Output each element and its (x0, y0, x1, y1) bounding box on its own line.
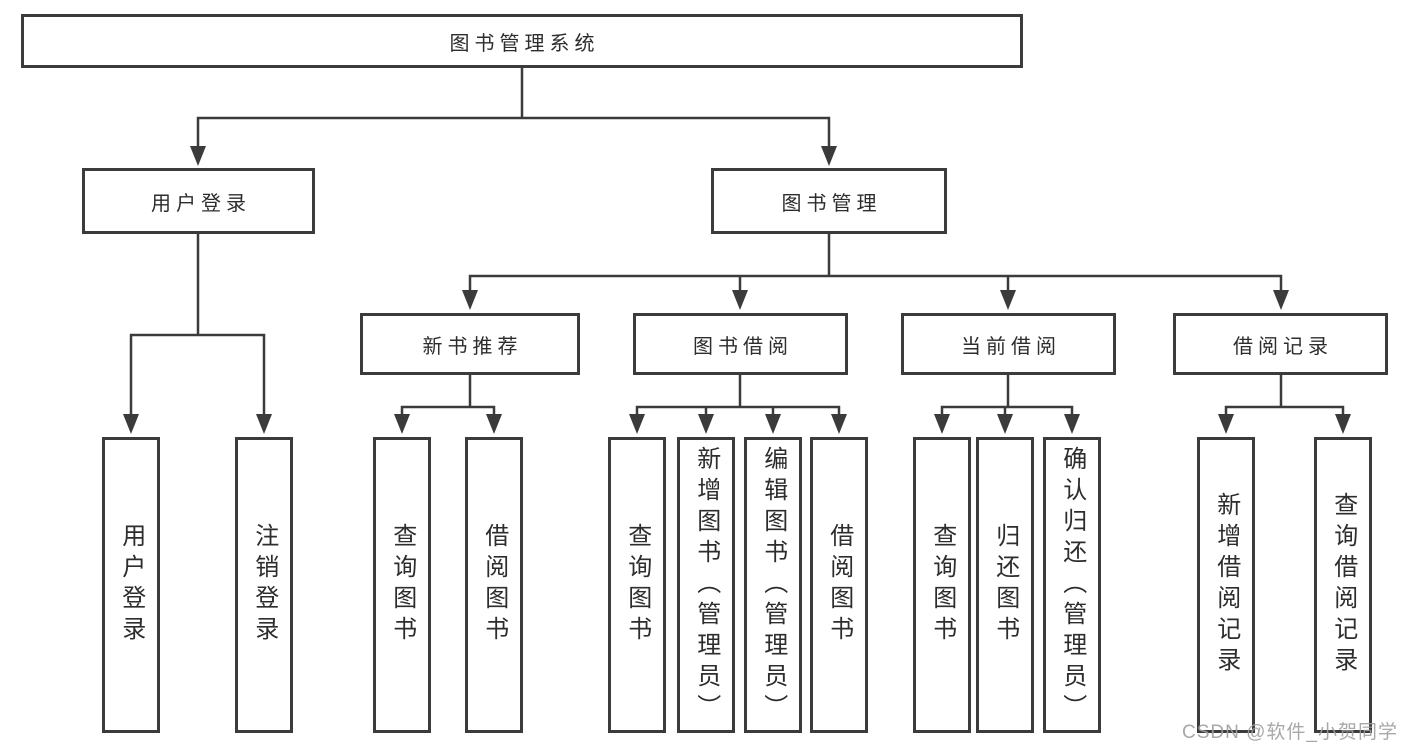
leaf-borrow-borrow-book-label: 借阅图书 (825, 523, 853, 647)
connector-new-book-recommend (400, 373, 496, 418)
connector-current-borrow (940, 373, 1074, 418)
leaf-edit-book-label: 编辑图书（管理员） (759, 445, 787, 725)
leaf-borrow-borrow-book: 借阅图书 (810, 437, 868, 733)
node-root: 图书管理系统 (21, 14, 1023, 68)
connector-book-management (468, 232, 1283, 294)
leaf-recommend-query-book: 查询图书 (373, 437, 431, 733)
node-book-management: 图书管理 (711, 168, 947, 234)
connector-user-login (129, 232, 266, 418)
node-new-book-recommend-label: 新书推荐 (422, 335, 523, 358)
csdn-watermark: CSDN @软件_小贺同学 (1182, 722, 1398, 743)
leaf-query-record: 查询借阅记录 (1314, 437, 1372, 733)
leaf-logout-label: 注销登录 (250, 523, 278, 647)
leaf-borrow-query-book-label: 查询图书 (623, 523, 651, 647)
connector-book-borrow (635, 373, 841, 418)
leaf-user-login-label: 用户登录 (117, 523, 145, 647)
node-current-borrow: 当前借阅 (901, 313, 1116, 375)
connector-root (196, 66, 831, 150)
node-borrow-records-label: 借阅记录 (1233, 335, 1333, 358)
leaf-add-book-label: 新增图书（管理员） (692, 445, 720, 725)
leaf-add-record-label: 新增借阅记录 (1212, 492, 1240, 678)
node-user-login: 用户登录 (82, 168, 315, 234)
leaf-user-login: 用户登录 (102, 437, 160, 733)
node-root-label: 图书管理系统 (449, 32, 600, 55)
node-current-borrow-label: 当前借阅 (961, 335, 1061, 358)
leaf-edit-book: 编辑图书（管理员） (744, 437, 802, 733)
leaf-query-record-label: 查询借阅记录 (1329, 492, 1357, 678)
node-book-management-label: 图书管理 (781, 192, 882, 215)
leaf-return-book: 归还图书 (976, 437, 1034, 733)
leaf-add-book: 新增图书（管理员） (677, 437, 735, 733)
leaf-confirm-return-label: 确认归还（管理员） (1058, 445, 1086, 725)
leaf-return-book-label: 归还图书 (991, 523, 1019, 647)
leaf-confirm-return: 确认归还（管理员） (1043, 437, 1101, 733)
node-borrow-records: 借阅记录 (1173, 313, 1388, 375)
connector-borrow-records (1224, 373, 1345, 418)
node-new-book-recommend: 新书推荐 (360, 313, 580, 375)
node-book-borrow-label: 图书借阅 (693, 335, 793, 358)
leaf-current-query-book: 查询图书 (913, 437, 971, 733)
leaf-borrow-query-book: 查询图书 (608, 437, 666, 733)
leaf-recommend-borrow-book: 借阅图书 (465, 437, 523, 733)
leaf-recommend-query-book-label: 查询图书 (388, 523, 416, 647)
leaf-add-record: 新增借阅记录 (1197, 437, 1255, 733)
leaf-recommend-borrow-book-label: 借阅图书 (480, 523, 508, 647)
node-user-login-label: 用户登录 (151, 192, 251, 215)
leaf-current-query-book-label: 查询图书 (928, 523, 956, 647)
leaf-logout: 注销登录 (235, 437, 293, 733)
node-book-borrow: 图书借阅 (633, 313, 848, 375)
